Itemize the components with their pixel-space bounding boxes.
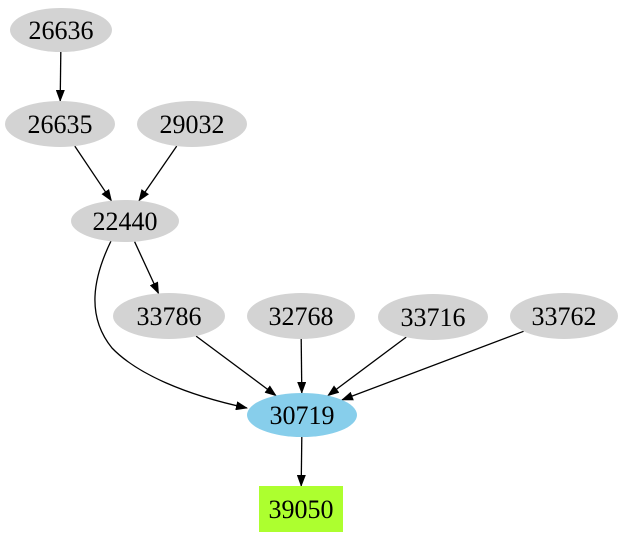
- edge-22440-to-33786: [134, 241, 160, 295]
- node-33716-shape: [378, 294, 488, 340]
- node-30719-label: 30719: [270, 401, 335, 430]
- node-22440-label: 22440: [93, 207, 158, 236]
- edge-22440-to-30719: [94, 240, 248, 411]
- node-29032: 29032: [137, 101, 247, 147]
- node-33786-label: 33786: [137, 302, 202, 331]
- node-30719-shape: [247, 393, 357, 437]
- node-32768-shape: [247, 293, 355, 339]
- node-32768-label: 32768: [269, 302, 334, 331]
- node-30719: 30719: [247, 393, 357, 437]
- node-22440: 22440: [71, 200, 179, 242]
- node-22440-shape: [71, 200, 179, 242]
- node-33786: 33786: [113, 293, 225, 339]
- node-33716-label: 33716: [401, 303, 466, 332]
- node-26635-label: 26635: [28, 110, 93, 139]
- node-26636-label: 26636: [29, 16, 94, 45]
- node-29032-shape: [137, 101, 247, 147]
- node-39050-shape: [259, 486, 343, 532]
- edge-29032-to-22440: [138, 145, 178, 202]
- edge-33716-to-30719: [327, 336, 407, 397]
- node-32768: 32768: [247, 293, 355, 339]
- node-29032-label: 29032: [160, 110, 225, 139]
- edges-layer: [55, 51, 524, 487]
- node-33786-shape: [113, 293, 225, 339]
- node-26635-shape: [5, 101, 115, 147]
- node-26636-shape: [10, 8, 112, 52]
- node-39050-label: 39050: [269, 495, 334, 524]
- node-26635: 26635: [5, 101, 115, 147]
- nodes-layer: 26636 26635 29032 22440 33786 32768 33716 33762…: [5, 8, 618, 532]
- node-33762-shape: [510, 293, 618, 339]
- node-33762: 33762: [510, 293, 618, 339]
- node-33762-label: 33762: [532, 302, 597, 331]
- edge-26635-to-22440: [74, 145, 112, 202]
- edge-30719-to-39050: [296, 436, 306, 487]
- edge-26636-to-26635: [55, 51, 65, 102]
- node-33716: 33716: [378, 294, 488, 340]
- edge-32768-to-30719: [297, 338, 307, 394]
- edge-33762-to-30719: [341, 330, 524, 401]
- node-39050: 39050: [259, 486, 343, 532]
- edge-33786-to-30719: [195, 335, 277, 397]
- node-26636: 26636: [10, 8, 112, 52]
